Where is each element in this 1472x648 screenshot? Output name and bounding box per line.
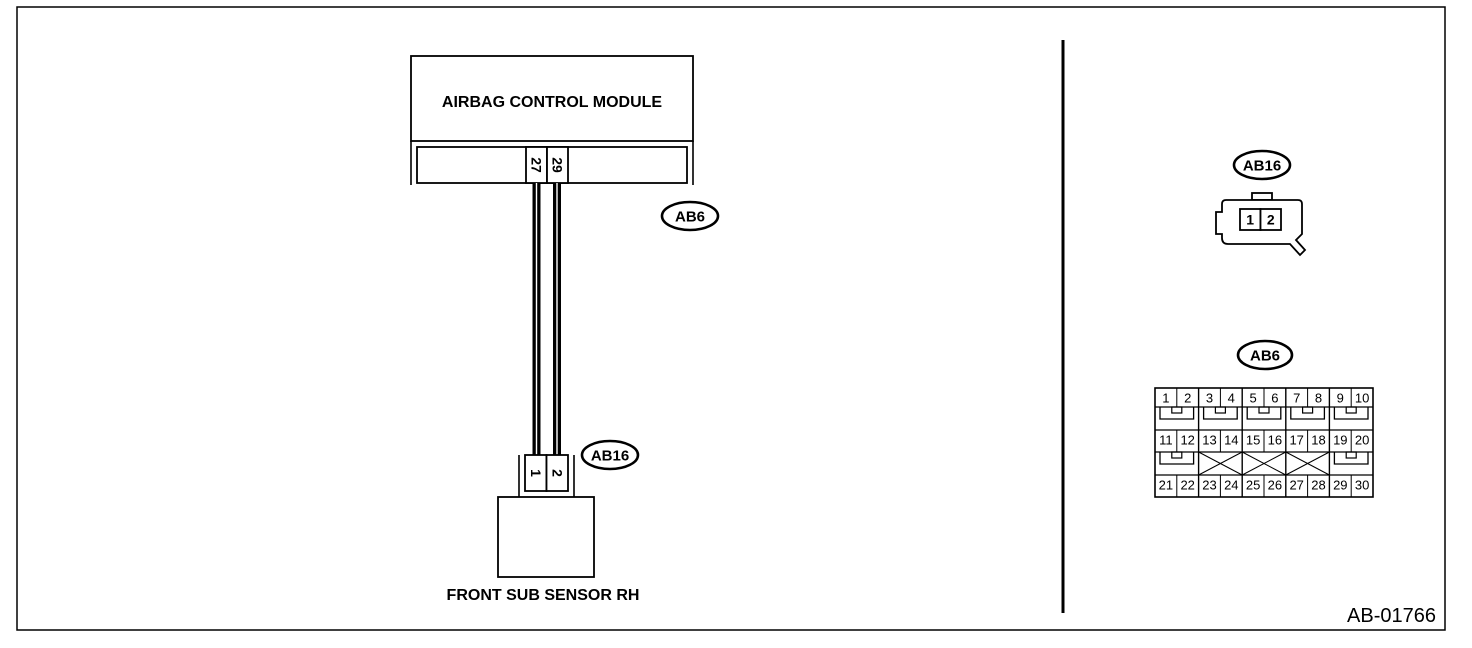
ab6-pin-label: 2 [1184, 391, 1191, 406]
sensor-pin-cell-2 [545, 454, 569, 492]
ab6-pin-label: 8 [1315, 391, 1322, 406]
ab16-pin-label-1: 1 [1246, 212, 1254, 228]
sensor-connector-housing [518, 455, 575, 497]
module-pin-label-27: 27 [529, 157, 545, 173]
badge-outline [660, 200, 720, 232]
module-label: AIRBAG CONTROL MODULE [442, 94, 662, 111]
ab16-pin-label-2: 2 [1267, 212, 1275, 228]
ab6-blocked-cavity-mark [1285, 451, 1330, 476]
ab6-pin-label: 15 [1246, 433, 1260, 448]
ab6-pin-label: 5 [1249, 391, 1256, 406]
ab6-pin-label: 19 [1333, 433, 1347, 448]
module-pin-label-29: 29 [550, 157, 566, 173]
harness-wires [532, 183, 561, 455]
ab16-connector-view: AB16 1 2 [1215, 149, 1307, 257]
ab6-pin-label: 17 [1289, 433, 1303, 448]
ab6-pin-label: 27 [1289, 478, 1303, 493]
ab6-pin-label: 23 [1202, 478, 1216, 493]
ab6-pin-label: 25 [1246, 478, 1260, 493]
ab6-pin-label: 9 [1337, 391, 1344, 406]
ab6-pin-label: 13 [1202, 433, 1216, 448]
airbag-control-module: AIRBAG CONTROL MODULE 27 29 [410, 55, 694, 185]
ab6-view-badge: AB6 [1236, 339, 1294, 371]
ab16-pin-cell-2 [1259, 208, 1282, 231]
module-pin-cells: 27 29 [525, 146, 569, 184]
ab6-latch-symbol [1246, 407, 1282, 420]
badge-label: AB6 [1250, 348, 1280, 365]
ab6-pin-label: 18 [1311, 433, 1325, 448]
diagram-code: AB-01766 [1347, 605, 1436, 627]
ab6-pin-label: 14 [1224, 433, 1238, 448]
ab16-view-badge: AB16 [1232, 149, 1292, 181]
ab6-pin-label: 7 [1293, 391, 1300, 406]
sensor-pin-label-1: 1 [528, 469, 544, 477]
ab6-pin-label: 12 [1180, 433, 1194, 448]
sensor-body [497, 496, 595, 578]
ab6-latch-symbol [1159, 407, 1195, 420]
ab6-pin-label: 4 [1228, 391, 1235, 406]
module-connector-housing [410, 141, 694, 185]
ab6-latch-symbol [1333, 452, 1369, 465]
badge-outline [1232, 149, 1292, 181]
ab6-latch-notch [1345, 406, 1357, 414]
ab6-latch-notch [1345, 451, 1357, 459]
ab6-pin-label: 11 [1159, 433, 1173, 448]
ab6-pin-label: 22 [1180, 478, 1194, 493]
connector-badge-ab16: AB16 [580, 439, 640, 471]
module-body [410, 55, 694, 142]
ab6-blocked-cavity-mark [1241, 451, 1287, 476]
ab16-lock-tab [1251, 192, 1273, 201]
ab6-latch-notch [1171, 406, 1183, 414]
ab6-pin-label: 10 [1355, 391, 1369, 406]
ab6-latch-symbol [1333, 407, 1369, 420]
ab6-latch-symbol [1159, 452, 1195, 465]
ab6-pin-label: 29 [1333, 478, 1347, 493]
ab6-pin-label: 6 [1271, 391, 1278, 406]
ab6-pin-label: 21 [1159, 478, 1173, 493]
badge-label: AB6 [675, 209, 705, 226]
sensor-label: FRONT SUB SENSOR RH [447, 587, 640, 604]
ab6-blocked-cavity-mark [1198, 451, 1243, 476]
ab6-latch-symbol [1290, 407, 1326, 420]
ab6-latch-notch [1171, 451, 1183, 459]
sensor-connector: 1 2 [518, 454, 575, 497]
ab6-pin-label: 20 [1355, 433, 1369, 448]
sensor-pin-label-2: 2 [549, 469, 565, 477]
connector-badge-ab6: AB6 [660, 200, 720, 232]
badge-outline [1236, 339, 1294, 371]
ab6-latch-notch [1258, 406, 1270, 414]
ab6-pin-label: 16 [1268, 433, 1282, 448]
ab6-pin-label: 3 [1206, 391, 1213, 406]
ab6-latch-notch [1214, 406, 1227, 414]
ab6-pin-label: 28 [1311, 478, 1325, 493]
ab6-pin-label: 24 [1224, 478, 1238, 493]
ab6-latch-symbol [1202, 407, 1238, 420]
badge-label: AB16 [1243, 158, 1281, 175]
ab6-pin-label: 30 [1355, 478, 1369, 493]
ab6-pin-label: 1 [1162, 391, 1169, 406]
badge-outline [580, 439, 640, 471]
frame-border [16, 6, 1446, 631]
ab6-latch-notch [1301, 406, 1314, 414]
front-sub-sensor: FRONT SUB SENSOR RH [447, 496, 640, 604]
badge-label: AB16 [591, 448, 629, 465]
ab6-pin-label: 26 [1268, 478, 1282, 493]
